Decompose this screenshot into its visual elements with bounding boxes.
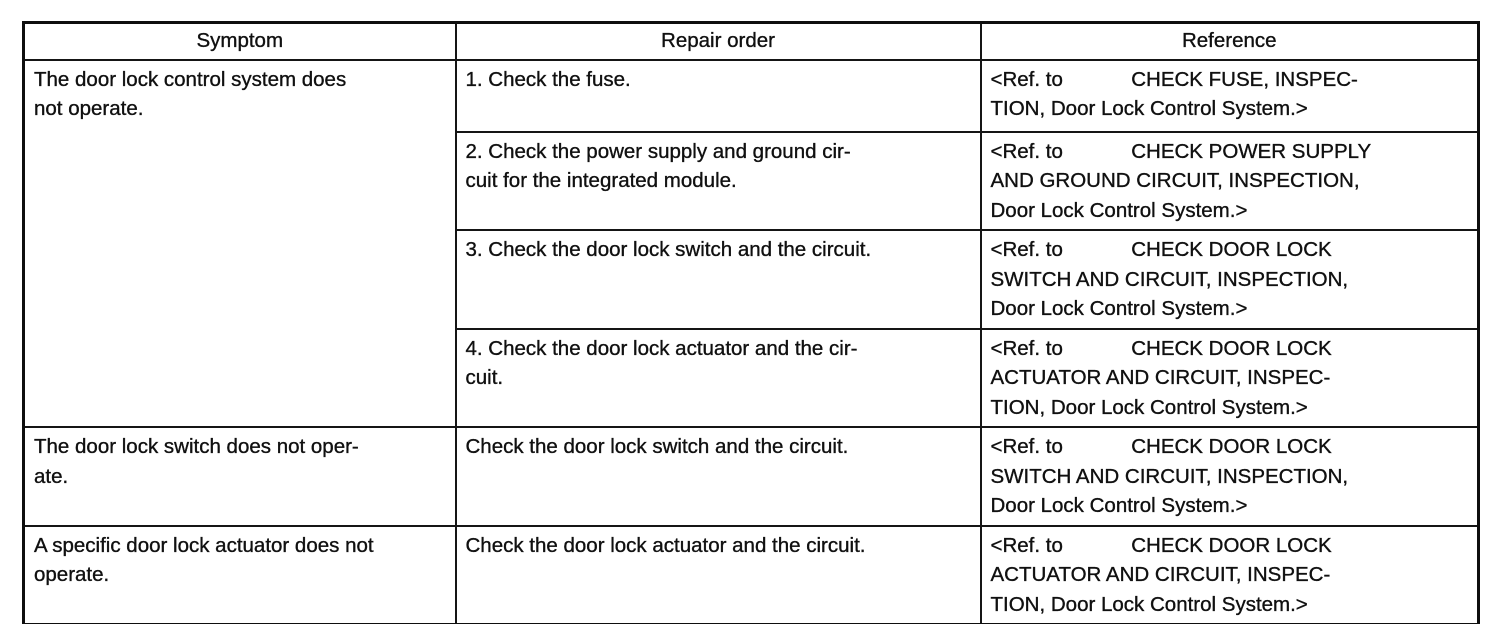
reference-cell: <Ref. to CHECK DOOR LOCK ACTUATOR AND CI… [979, 327, 1480, 429]
symptom-cell: A specific door lock actuator does not o… [22, 524, 457, 624]
table-header-row: Symptom Repair order Reference [22, 21, 1480, 61]
column-header-repair-order: Repair order [454, 21, 982, 61]
reference-cell: <Ref. to CHECK DOOR LOCK SWITCH AND CIRC… [979, 426, 1480, 527]
symptom-cell: The door lock control system does not op… [22, 58, 457, 429]
table-row: 2. Check the power supply and ground cir… [24, 130, 1480, 232]
table-row: A specific door lock actuator does not o… [22, 524, 1480, 624]
repair-order-cell: Check the door lock actuator and the cir… [454, 524, 982, 624]
symptom-cell: The door lock switch does not oper- ate. [22, 426, 457, 527]
reference-cell: <Ref. to CHECK DOOR LOCK SWITCH AND CIRC… [979, 229, 1480, 330]
repair-order-cell: Check the door lock switch and the circu… [454, 426, 982, 527]
reference-cell: <Ref. to CHECK DOOR LOCK ACTUATOR AND CI… [979, 524, 1480, 624]
repair-order-cell: 4. Check the door lock actuator and the … [454, 327, 982, 429]
reference-cell: <Ref. to CHECK FUSE, INSPEC- TION, Door … [979, 58, 1480, 133]
reference-cell: <Ref. to CHECK POWER SUPPLY AND GROUND C… [979, 130, 1480, 232]
table-row: The door lock control system does not op… [22, 58, 1480, 429]
table-row: 4. Check the door lock actuator and the … [24, 327, 1480, 429]
table-row: The door lock switch does not oper- ate.… [22, 426, 1480, 527]
symptom-diagnosis-table: Symptom Repair order Reference The door … [22, 21, 1480, 624]
column-header-symptom: Symptom [22, 21, 457, 61]
column-header-reference: Reference [979, 21, 1480, 61]
repair-order-cell: 3. Check the door lock switch and the ci… [454, 229, 982, 330]
repair-order-cell: 1. Check the fuse. [454, 58, 982, 133]
repair-order-cell: 2. Check the power supply and ground cir… [454, 130, 982, 232]
table-row: 3. Check the door lock switch and the ci… [24, 229, 1480, 330]
